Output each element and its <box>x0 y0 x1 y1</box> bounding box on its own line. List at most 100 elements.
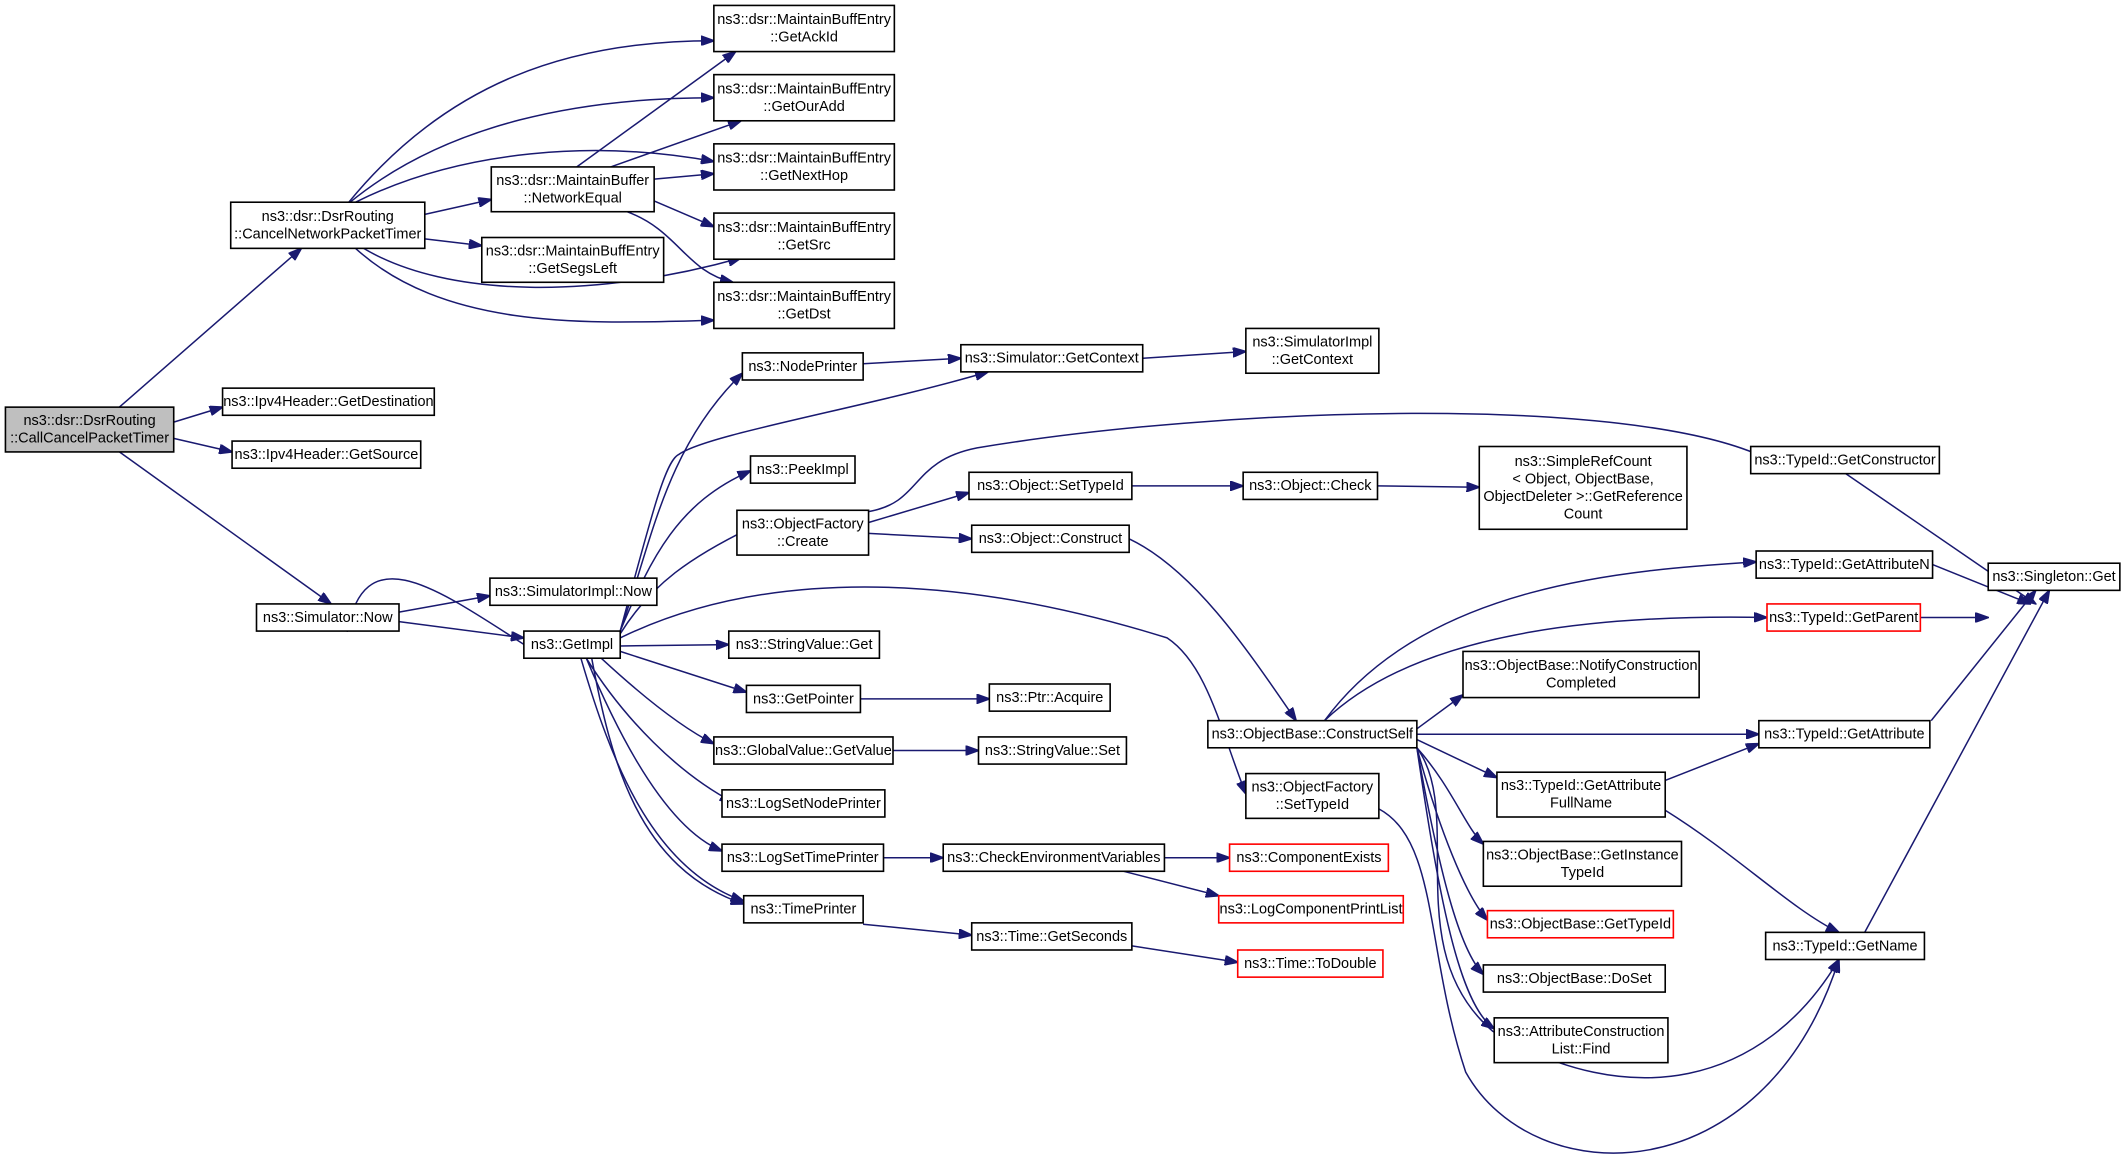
node-getpointer[interactable]: ns3::GetPointer <box>745 684 862 714</box>
node-gvgetvalue[interactable]: ns3::GlobalValue::GetValue <box>713 736 894 765</box>
node-getconstructor[interactable]: ns3::TypeId::GetConstructor <box>1749 445 1941 475</box>
node-cnpt[interactable]: ns3::dsr::DsrRouting::CancelNetworkPacke… <box>229 201 426 250</box>
edge-12 <box>610 121 741 168</box>
node-ptracquire[interactable]: ns3::Ptr::Acquire <box>988 683 1111 712</box>
node-ofcreate[interactable]: ns3::ObjectFactory::Create <box>736 509 870 556</box>
node-label: ns3::dsr::MaintainBuffEntry <box>486 244 661 260</box>
node-checkenv[interactable]: ns3::CheckEnvironmentVariables <box>942 843 1166 873</box>
node-doset[interactable]: ns3::ObjectBase::DoSet <box>1482 964 1667 993</box>
node-obgettypeid[interactable]: ns3::ObjectBase::GetTypeId <box>1486 909 1675 939</box>
node-ipsrc[interactable]: ns3::Ipv4Header::GetSource <box>231 440 422 470</box>
edge-6 <box>355 149 714 203</box>
node-label: ns3::dsr::MaintainBuffEntry <box>717 151 892 167</box>
node-box <box>1486 909 1675 939</box>
node-ofsettypeid[interactable]: ns3::ObjectFactory::SetTypeId <box>1245 772 1380 820</box>
node-getname[interactable]: ns3::TypeId::GetName <box>1764 931 1926 961</box>
edge-8 <box>355 247 714 322</box>
edge-40 <box>1932 563 2031 604</box>
node-box <box>721 789 886 818</box>
edge-34 <box>868 532 972 538</box>
node-ouradd[interactable]: ns3::dsr::MaintainBuffEntry::GetOurAdd <box>713 73 896 122</box>
node-box <box>1755 550 1934 579</box>
edge-9 <box>424 200 492 216</box>
node-box <box>229 201 426 250</box>
node-nodeprinter[interactable]: ns3::NodePrinter <box>741 352 864 381</box>
node-todouble[interactable]: ns3::Time::ToDouble <box>1236 949 1384 978</box>
edge-11 <box>576 52 736 168</box>
node-nexthop[interactable]: ns3::dsr::MaintainBuffEntry::GetNextHop <box>713 143 896 191</box>
node-lognode[interactable]: ns3::LogSetNodePrinter <box>721 789 886 818</box>
node-box <box>745 684 862 714</box>
node-segs[interactable]: ns3::dsr::MaintainBuffEntry::GetSegsLeft <box>480 236 665 284</box>
node-peekimpl[interactable]: ns3::PeekImpl <box>749 455 856 484</box>
node-getseconds[interactable]: ns3::Time::GetSeconds <box>970 922 1133 951</box>
node-label: ::Create <box>777 534 829 550</box>
node-logcomp[interactable]: ns3::LogComponentPrintList <box>1217 894 1405 924</box>
node-simnow[interactable]: ns3::Simulator::Now <box>255 603 400 632</box>
node-box <box>4 406 175 453</box>
node-constructself[interactable]: ns3::ObjectBase::ConstructSelf <box>1207 719 1418 749</box>
node-svget[interactable]: ns3::StringValue::Get <box>727 630 881 660</box>
node-box <box>749 455 856 484</box>
node-box <box>1228 843 1390 873</box>
node-box <box>942 843 1166 873</box>
node-label: ns3::TypeId::GetConstructor <box>1754 452 1936 468</box>
edge-13 <box>654 174 714 179</box>
node-label: ns3::Simulator::GetContext <box>965 351 1139 367</box>
node-implnow[interactable]: ns3::SimulatorImpl::Now <box>489 577 658 607</box>
node-ackid[interactable]: ns3::dsr::MaintainBuffEntry::GetAckId <box>713 4 896 53</box>
node-label: ns3::ObjectFactory <box>1252 780 1374 796</box>
edge-4 <box>348 41 714 203</box>
node-label: ::CallCancelPacketTimer <box>10 431 169 447</box>
node-implctx[interactable]: ns3::SimulatorImpl::GetContext <box>1245 327 1380 375</box>
node-box <box>713 143 896 191</box>
node-logtime[interactable]: ns3::LogSetTimePrinter <box>721 843 885 873</box>
node-label: ns3::NodePrinter <box>748 359 857 375</box>
edge-0 <box>118 248 301 408</box>
edge-45 <box>1324 617 1767 722</box>
node-label: ns3::Singleton::Get <box>1992 569 2115 585</box>
node-label: ::GetSrc <box>778 237 831 253</box>
node-getctx[interactable]: ns3::Simulator::GetContext <box>960 343 1144 373</box>
node-svset[interactable]: ns3::StringValue::Set <box>977 736 1128 765</box>
node-getparent[interactable]: ns3::TypeId::GetParent <box>1766 603 1922 632</box>
edge-10 <box>424 238 482 246</box>
node-notify[interactable]: ns3::ObjectBase::NotifyConstructionCompl… <box>1462 650 1700 699</box>
node-compexists[interactable]: ns3::ComponentExists <box>1228 843 1390 873</box>
node-refcount[interactable]: ns3::SimpleRefCount< Object, ObjectBase,… <box>1478 445 1688 531</box>
node-src[interactable]: ns3::dsr::MaintainBuffEntry::GetSrc <box>713 212 896 261</box>
node-getattribute[interactable]: ns3::TypeId::GetAttribute <box>1758 719 1931 749</box>
edge-18 <box>347 578 546 659</box>
edge-37 <box>1377 486 1480 487</box>
node-ipdst[interactable]: ns3::Ipv4Header::GetDestination <box>221 387 436 417</box>
node-getattrn[interactable]: ns3::TypeId::GetAttributeN <box>1755 550 1934 579</box>
node-getimpl[interactable]: ns3::GetImpl <box>523 630 622 660</box>
node-box <box>1217 894 1405 924</box>
node-dst[interactable]: ns3::dsr::MaintainBuffEntry::GetDst <box>713 281 896 330</box>
edge-39 <box>1128 538 1296 721</box>
edge-61 <box>1123 870 1219 895</box>
node-label: ::NetworkEqual <box>524 190 622 206</box>
edge-31 <box>863 358 961 365</box>
edge-33 <box>868 493 969 524</box>
node-root[interactable]: ns3::dsr::DsrRouting::CallCancelPacketTi… <box>4 406 175 453</box>
node-label: ns3::dsr::MaintainBuffer <box>496 173 649 189</box>
node-timeprinter[interactable]: ns3::TimePrinter <box>742 894 864 924</box>
node-label: ns3::ObjectBase::NotifyConstruction <box>1465 658 1698 674</box>
node-label: ns3::dsr::DsrRouting <box>262 209 394 225</box>
node-construct[interactable]: ns3::Object::Construct <box>970 524 1130 554</box>
node-singleton[interactable]: ns3::Singleton::Get <box>1987 562 2121 592</box>
node-settypeid[interactable]: ns3::Object::SetTypeId <box>968 471 1133 501</box>
node-box <box>713 73 896 122</box>
edge-19 <box>620 645 729 646</box>
node-check[interactable]: ns3::Object::Check <box>1242 471 1379 501</box>
node-label: ns3::LogComponentPrintList <box>1220 902 1403 918</box>
node-box <box>741 352 864 381</box>
node-box <box>1482 840 1683 888</box>
node-label: ::GetNextHop <box>760 168 848 184</box>
node-neteq[interactable]: ns3::dsr::MaintainBuffer::NetworkEqual <box>490 166 655 213</box>
edge-14 <box>653 200 714 227</box>
